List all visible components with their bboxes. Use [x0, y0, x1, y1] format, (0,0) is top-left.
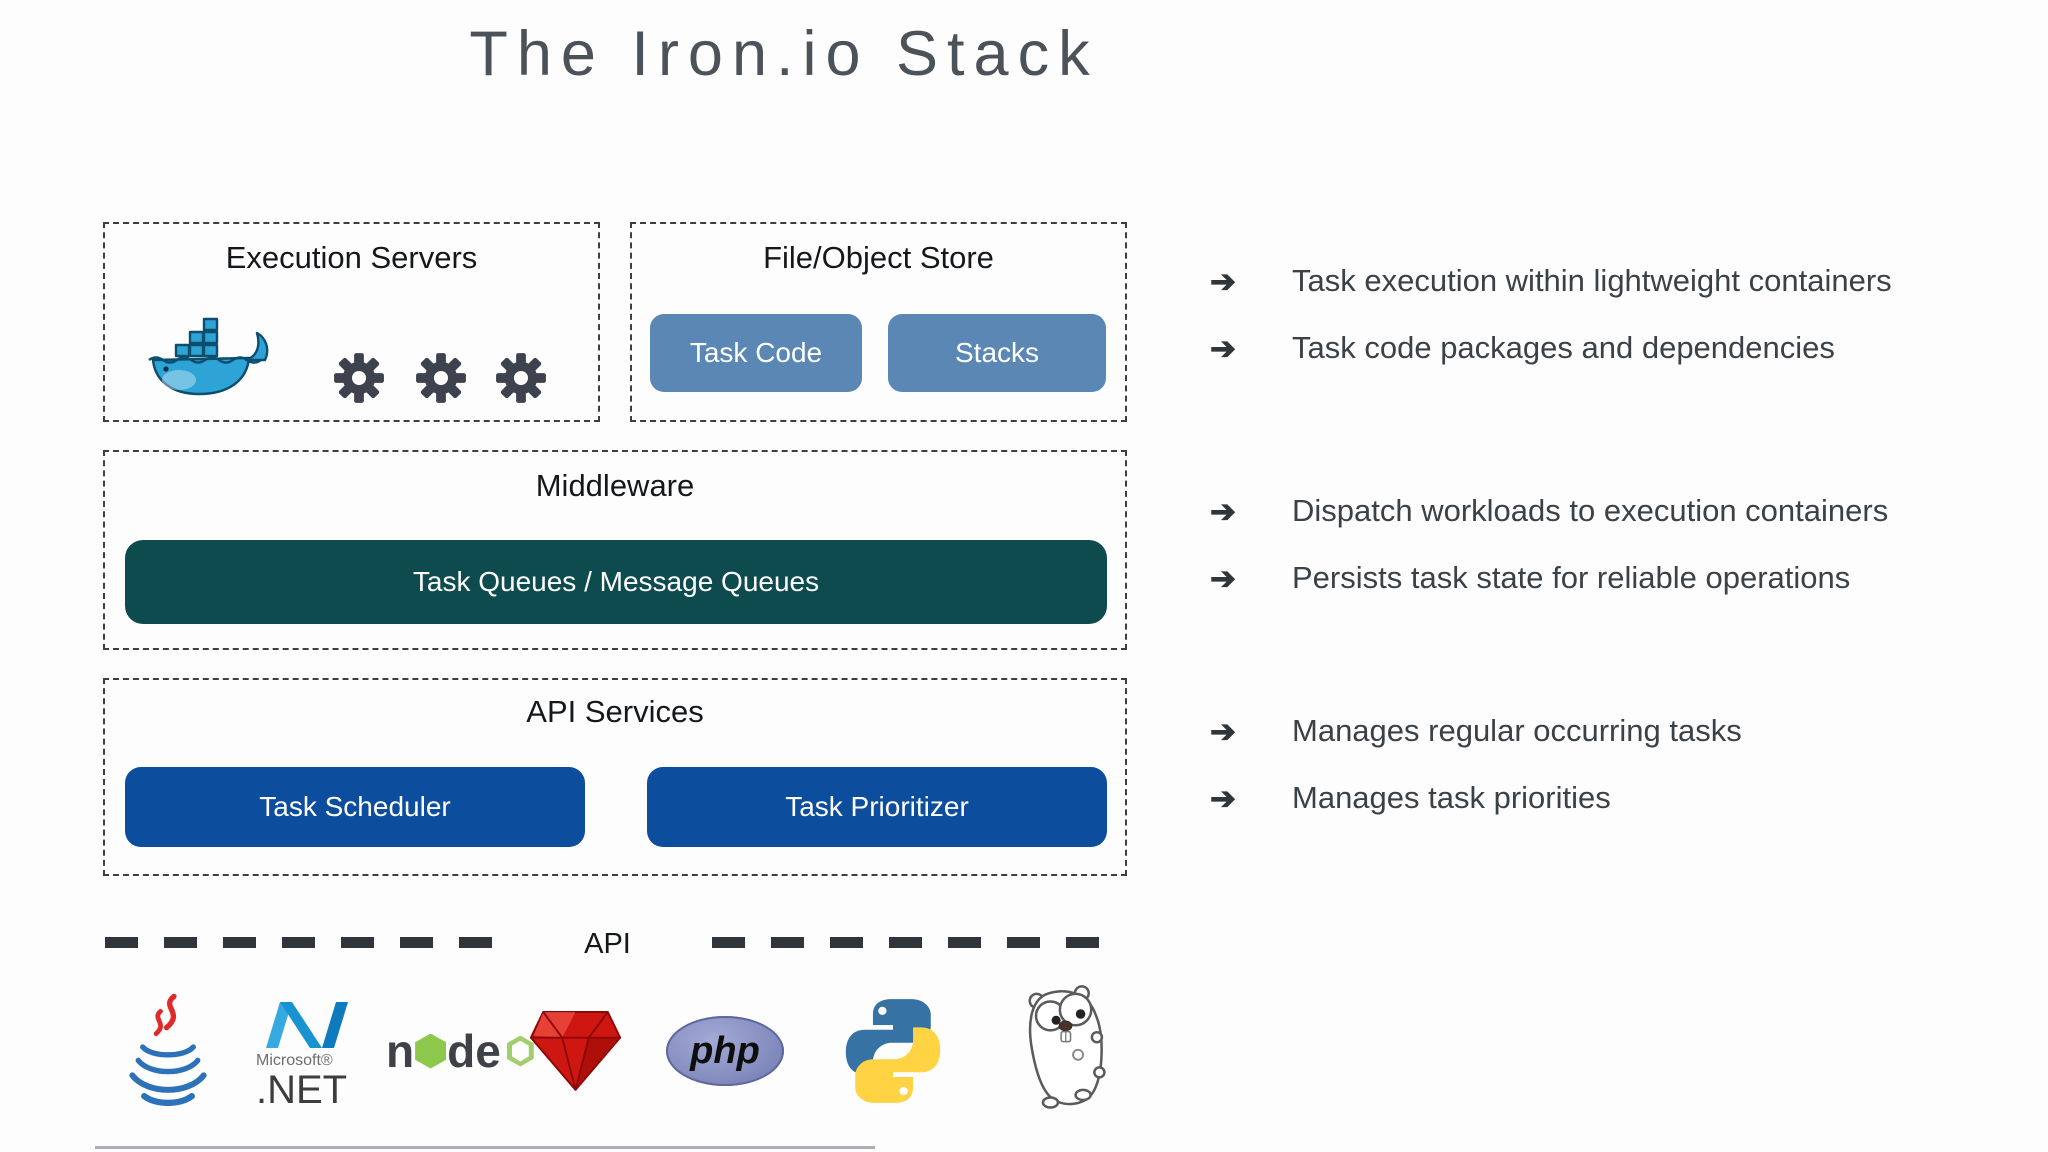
arrow-icon: ➔ — [1210, 714, 1236, 749]
nodejs-logo-icon: n de — [386, 1028, 534, 1074]
note-text: Manages regular occurring tasks — [1292, 713, 1742, 748]
arrow-icon: ➔ — [1210, 331, 1236, 366]
api-divider-label: API — [584, 928, 631, 960]
nodejs-letters-de: de — [447, 1025, 501, 1077]
note-text: Manages task priorities — [1292, 780, 1611, 815]
note-text: Persists task state for reliable operati… — [1292, 560, 1851, 595]
note-text: Task code packages and dependencies — [1292, 330, 1835, 365]
gear-icon — [415, 352, 467, 409]
task-prioritizer-chip: Task Prioritizer — [647, 767, 1107, 847]
nodejs-letter-n: n — [386, 1025, 415, 1077]
api-divider-right — [712, 937, 1104, 948]
stacks-chip: Stacks — [888, 314, 1106, 392]
python-logo-icon — [834, 992, 952, 1115]
java-logo-icon — [122, 992, 214, 1119]
nodejs-hexagon-icon — [415, 1033, 447, 1069]
dotnet-logo-icon: Microsoft® .NET — [256, 998, 364, 1110]
bottom-divider-line — [95, 1146, 875, 1149]
file-object-store-box: File/Object Store Task Code Stacks — [630, 222, 1127, 422]
php-text: php — [690, 1029, 760, 1072]
task-code-chip: Task Code — [650, 314, 862, 392]
docker-whale-icon — [147, 316, 271, 413]
arrow-icon: ➔ — [1210, 781, 1236, 816]
php-logo-icon: php — [666, 1016, 784, 1086]
dotnet-microsoft-text: Microsoft® — [256, 1052, 333, 1069]
task-queues-bar: Task Queues / Message Queues — [125, 540, 1107, 624]
note-text: Task execution within lightweight contai… — [1292, 263, 1892, 298]
api-divider-left — [105, 937, 503, 948]
gear-icon — [333, 352, 385, 409]
page-title: The Iron.io Stack — [469, 19, 1099, 89]
ruby-logo-icon — [528, 1000, 623, 1105]
arrow-icon: ➔ — [1210, 561, 1236, 596]
dotnet-net-text: .NET — [256, 1068, 348, 1112]
dotnet-wave-icon — [266, 1002, 348, 1048]
api-services-label: API Services — [526, 694, 704, 729]
middleware-label: Middleware — [535, 468, 695, 503]
file-object-store-label: File/Object Store — [763, 240, 994, 275]
arrow-icon: ➔ — [1210, 264, 1236, 299]
execution-servers-label: Execution Servers — [225, 240, 478, 275]
arrow-icon: ➔ — [1210, 494, 1236, 529]
execution-servers-box: Execution Servers — [103, 222, 600, 422]
gear-icon — [495, 352, 547, 409]
go-gopher-logo-icon — [1012, 982, 1114, 1115]
api-services-box: API Services Task Scheduler Task Priorit… — [103, 678, 1127, 876]
middleware-box: Middleware Task Queues / Message Queues — [103, 450, 1127, 650]
note-text: Dispatch workloads to execution containe… — [1292, 493, 1889, 528]
task-scheduler-chip: Task Scheduler — [125, 767, 585, 847]
